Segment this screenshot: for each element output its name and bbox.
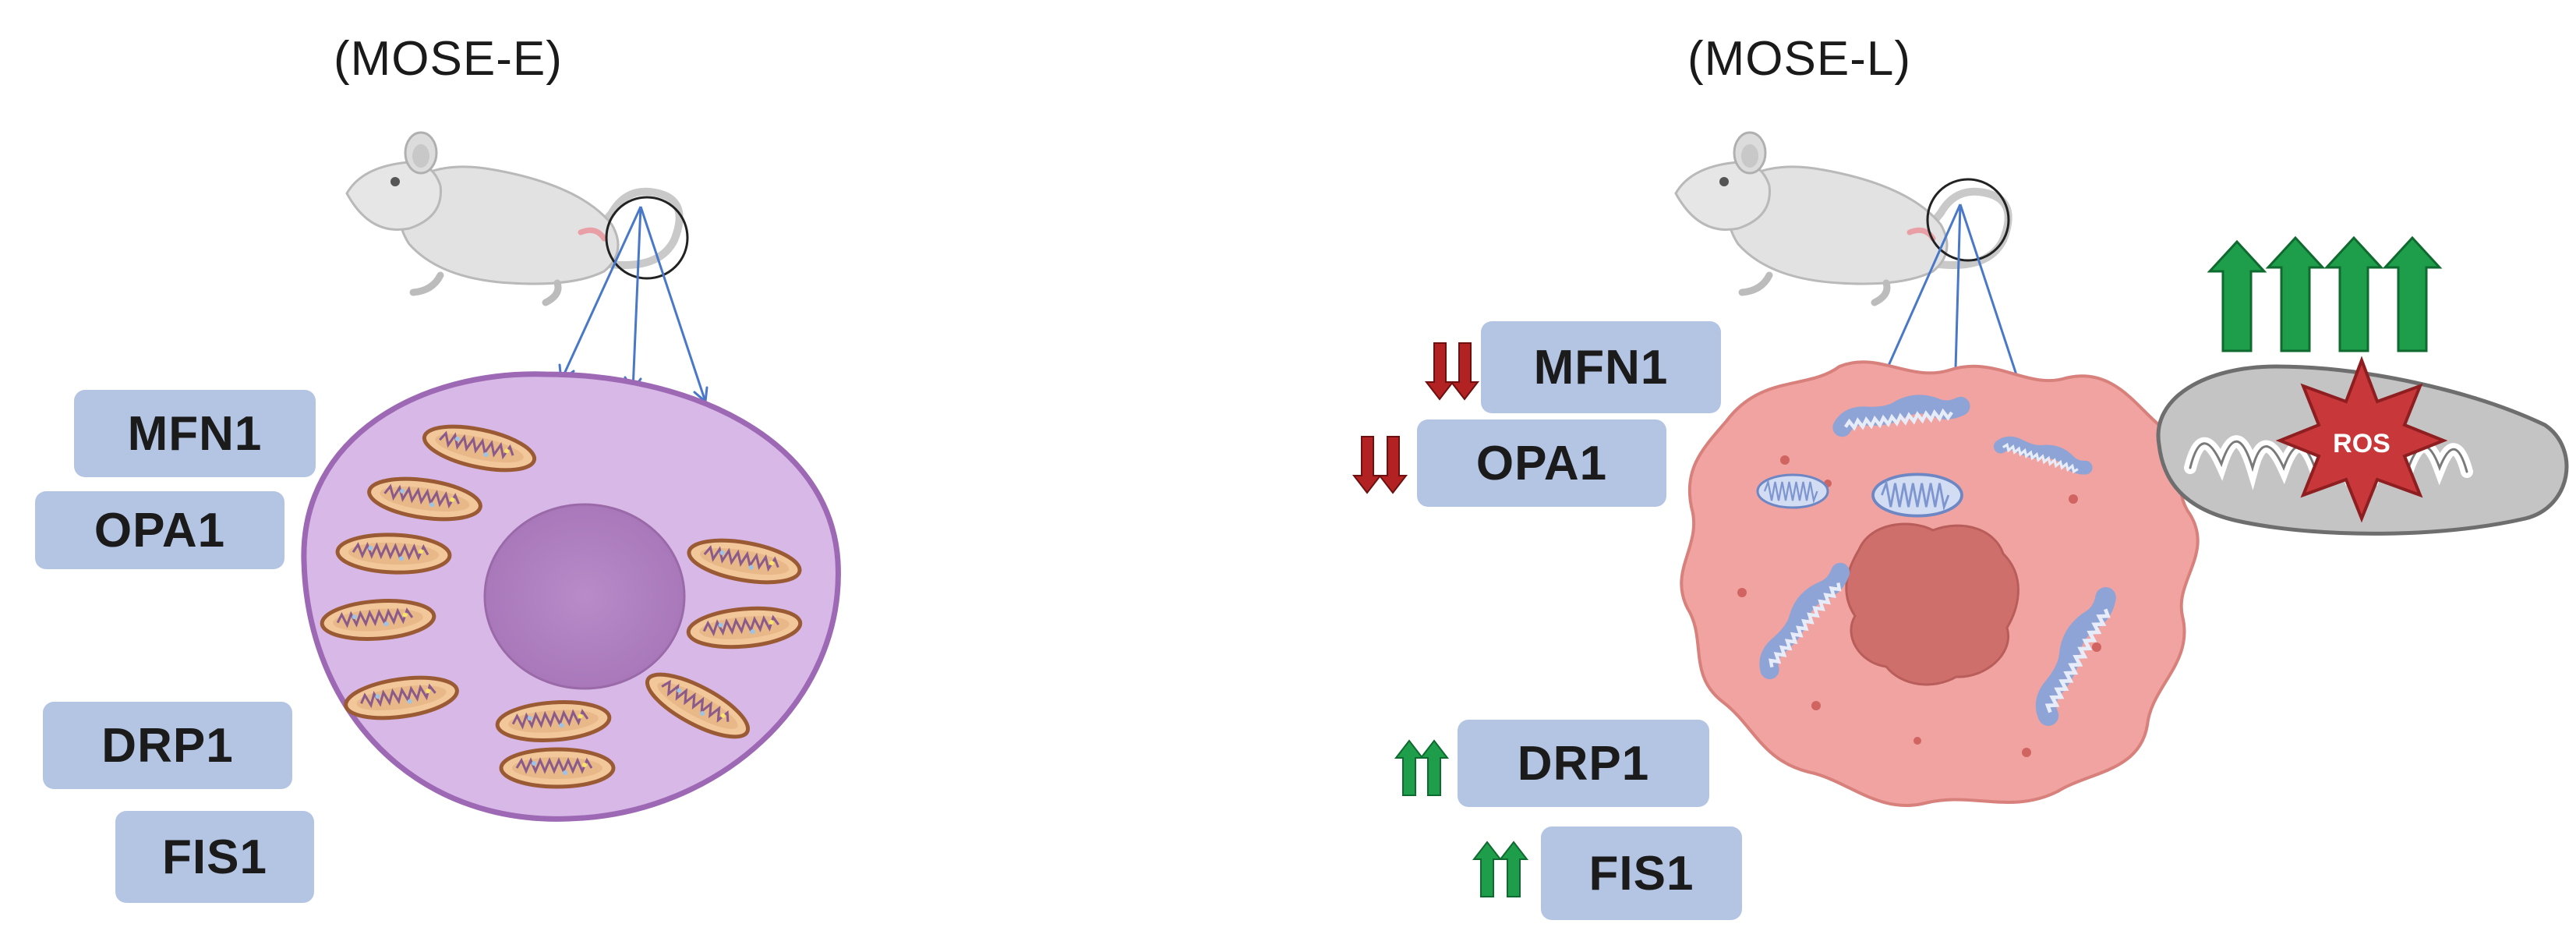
ros-increase-arrows [2207,235,2443,352]
gene-box-mfn1-left: MFN1 [74,390,316,477]
down-arrow-icon [1377,436,1408,494]
gene-box-opa1-left: OPA1 [35,491,284,569]
fis1-up-arrows [1472,841,1529,897]
down-arrow-icon [1352,436,1383,494]
gene-box-opa1-right: OPA1 [1417,419,1666,507]
right-mouse-illustration [1676,133,2009,303]
left-mouse-illustration [347,133,689,303]
ros-up-arrow [2207,239,2267,352]
gene-box-fis1-right: FIS1 [1541,827,1742,920]
down-arrow-icon [1449,342,1480,401]
ros-up-arrow [2265,235,2326,352]
opa1-down-arrows [1352,436,1408,494]
ros-up-arrow [2382,235,2443,352]
gene-box-mfn1-right: MFN1 [1481,321,1721,413]
ros-label: ROS [2333,429,2390,458]
up-arrow-icon [1394,739,1425,796]
healthy-cell [301,371,841,822]
mfn1-down-arrows [1424,342,1480,401]
gene-box-drp1-left: DRP1 [43,702,292,789]
mose-l-title: (MOSE-L) [1687,32,1911,86]
up-arrow-icon [1419,739,1450,796]
down-arrow-icon [1424,342,1455,401]
up-arrow-icon [1498,841,1529,897]
ros-up-arrow [2323,235,2384,352]
up-arrow-icon [1472,841,1503,897]
gene-box-drp1-right: DRP1 [1458,720,1709,807]
drp1-up-arrows [1394,739,1450,796]
mose-e-title: (MOSE-E) [334,32,563,86]
ros-star [2275,356,2448,523]
cancer-cell [1680,360,2200,808]
gene-box-fis1-left: FIS1 [115,811,314,903]
